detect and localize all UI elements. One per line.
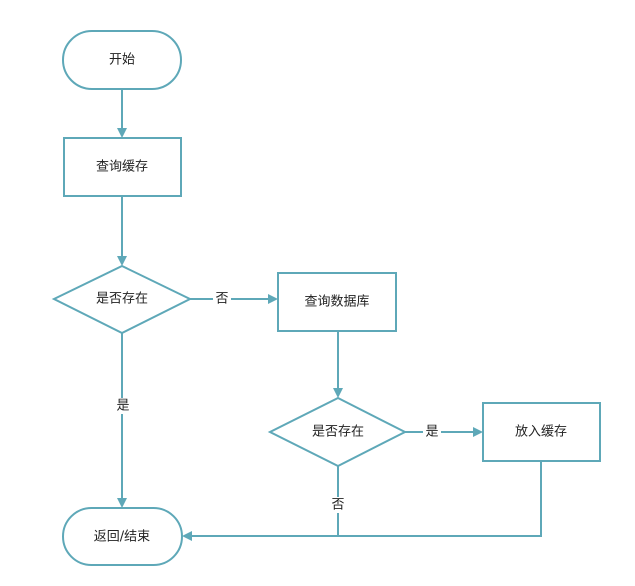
- exists-decision-2-label: 是否存在: [312, 425, 364, 440]
- edge-label-yes: 是: [425, 425, 438, 440]
- edge-label-yes: 是: [116, 399, 129, 414]
- arrowhead: [117, 498, 127, 508]
- exists-decision-2: [267, 396, 408, 468]
- end-node-label: 返回/结束: [94, 530, 150, 545]
- arrowhead: [117, 256, 127, 266]
- query-cache-node-label: 查询缓存: [96, 160, 148, 175]
- arrowhead: [473, 427, 483, 437]
- edge-label-no: 否: [331, 498, 344, 513]
- arrowhead: [333, 388, 343, 398]
- start-node-label: 开始: [109, 53, 135, 68]
- exists-decision-1-label: 是否存在: [96, 292, 148, 307]
- query-cache-node: [63, 137, 182, 197]
- put-cache-node: [482, 402, 601, 462]
- arrowhead: [182, 531, 192, 541]
- arrowhead: [268, 294, 278, 304]
- end-node: [62, 507, 183, 566]
- query-db-node: [277, 272, 397, 332]
- edge-put-cache-to-end: [190, 461, 542, 537]
- edge-labels: 否 是 是 否: [115, 291, 441, 513]
- edge-label-no: 否: [215, 292, 228, 307]
- query-db-node-label: 查询数据库: [304, 294, 369, 310]
- exists-decision-1: [51, 264, 193, 335]
- put-cache-node-label: 放入缓存: [515, 425, 567, 440]
- nodes: 开始 查询缓存 是否存在 查询数据库 是否存在 放入缓存 返回/结束: [51, 30, 601, 566]
- start-node: [62, 30, 182, 90]
- arrowhead: [117, 128, 127, 138]
